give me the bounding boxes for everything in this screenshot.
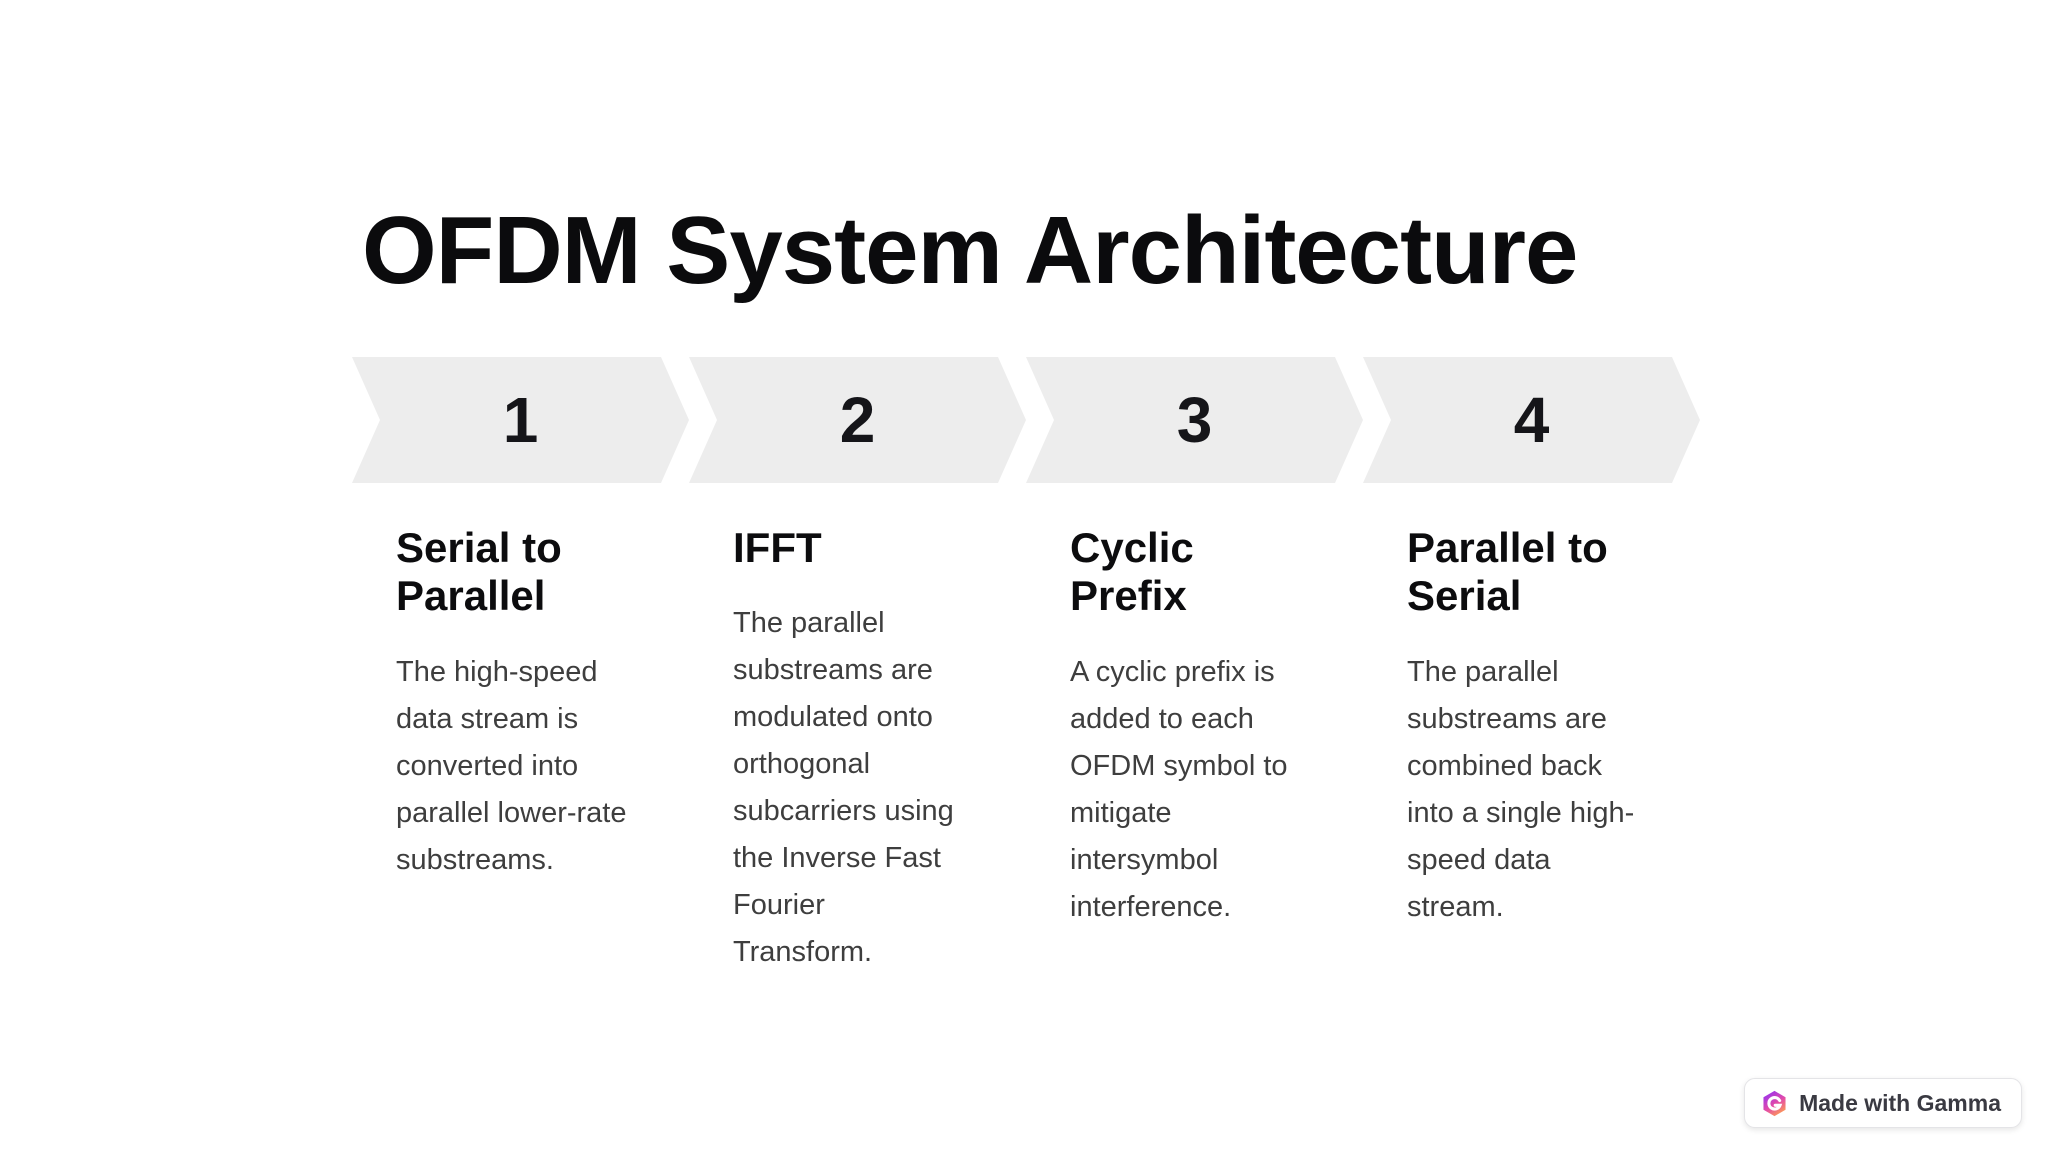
step-chevron-3: 3 [1026, 357, 1363, 483]
step-chevron-2: 2 [689, 357, 1026, 483]
step-body-4: The parallel substreams are combined bac… [1407, 655, 1635, 923]
step-heading-3: Cyclic Prefix [1070, 524, 1194, 620]
step-number-1: 1 [502, 384, 539, 456]
step-heading-1: Serial to Parallel [396, 524, 562, 620]
step-column-3: Cyclic Prefix A cyclic prefix is added t… [1026, 524, 1363, 931]
step-heading-4: Parallel to Serial [1407, 524, 1608, 620]
badge-label: Made with Gamma [1799, 1089, 2001, 1116]
step-heading-2: IFFT [733, 524, 822, 571]
step-number-4: 4 [1513, 384, 1550, 456]
made-with-gamma-badge[interactable]: Made with Gamma [1744, 1078, 2022, 1128]
step-column-4: Parallel to Serial The parallel substrea… [1363, 524, 1700, 931]
step-body-2: The parallel substreams are modulated on… [733, 607, 954, 969]
step-chevron-4: 4 [1363, 357, 1700, 483]
step-body-1: The high-speed data stream is converted … [396, 655, 627, 876]
step-number-3: 3 [1176, 384, 1213, 456]
gamma-logo-icon [1763, 1090, 1786, 1116]
step-body-3: A cyclic prefix is added to each OFDM sy… [1070, 655, 1288, 923]
step-chevron-1: 1 [352, 357, 689, 483]
process-chevron-row: 1 2 3 4 [352, 357, 1700, 483]
step-text-columns: Serial to Parallel The high-speed data s… [352, 524, 1700, 976]
step-column-1: Serial to Parallel The high-speed data s… [352, 524, 689, 884]
page-title: OFDM System Architecture [362, 197, 1578, 304]
step-number-2: 2 [839, 384, 876, 456]
step-column-2: IFFT The parallel substreams are modulat… [689, 524, 1026, 976]
